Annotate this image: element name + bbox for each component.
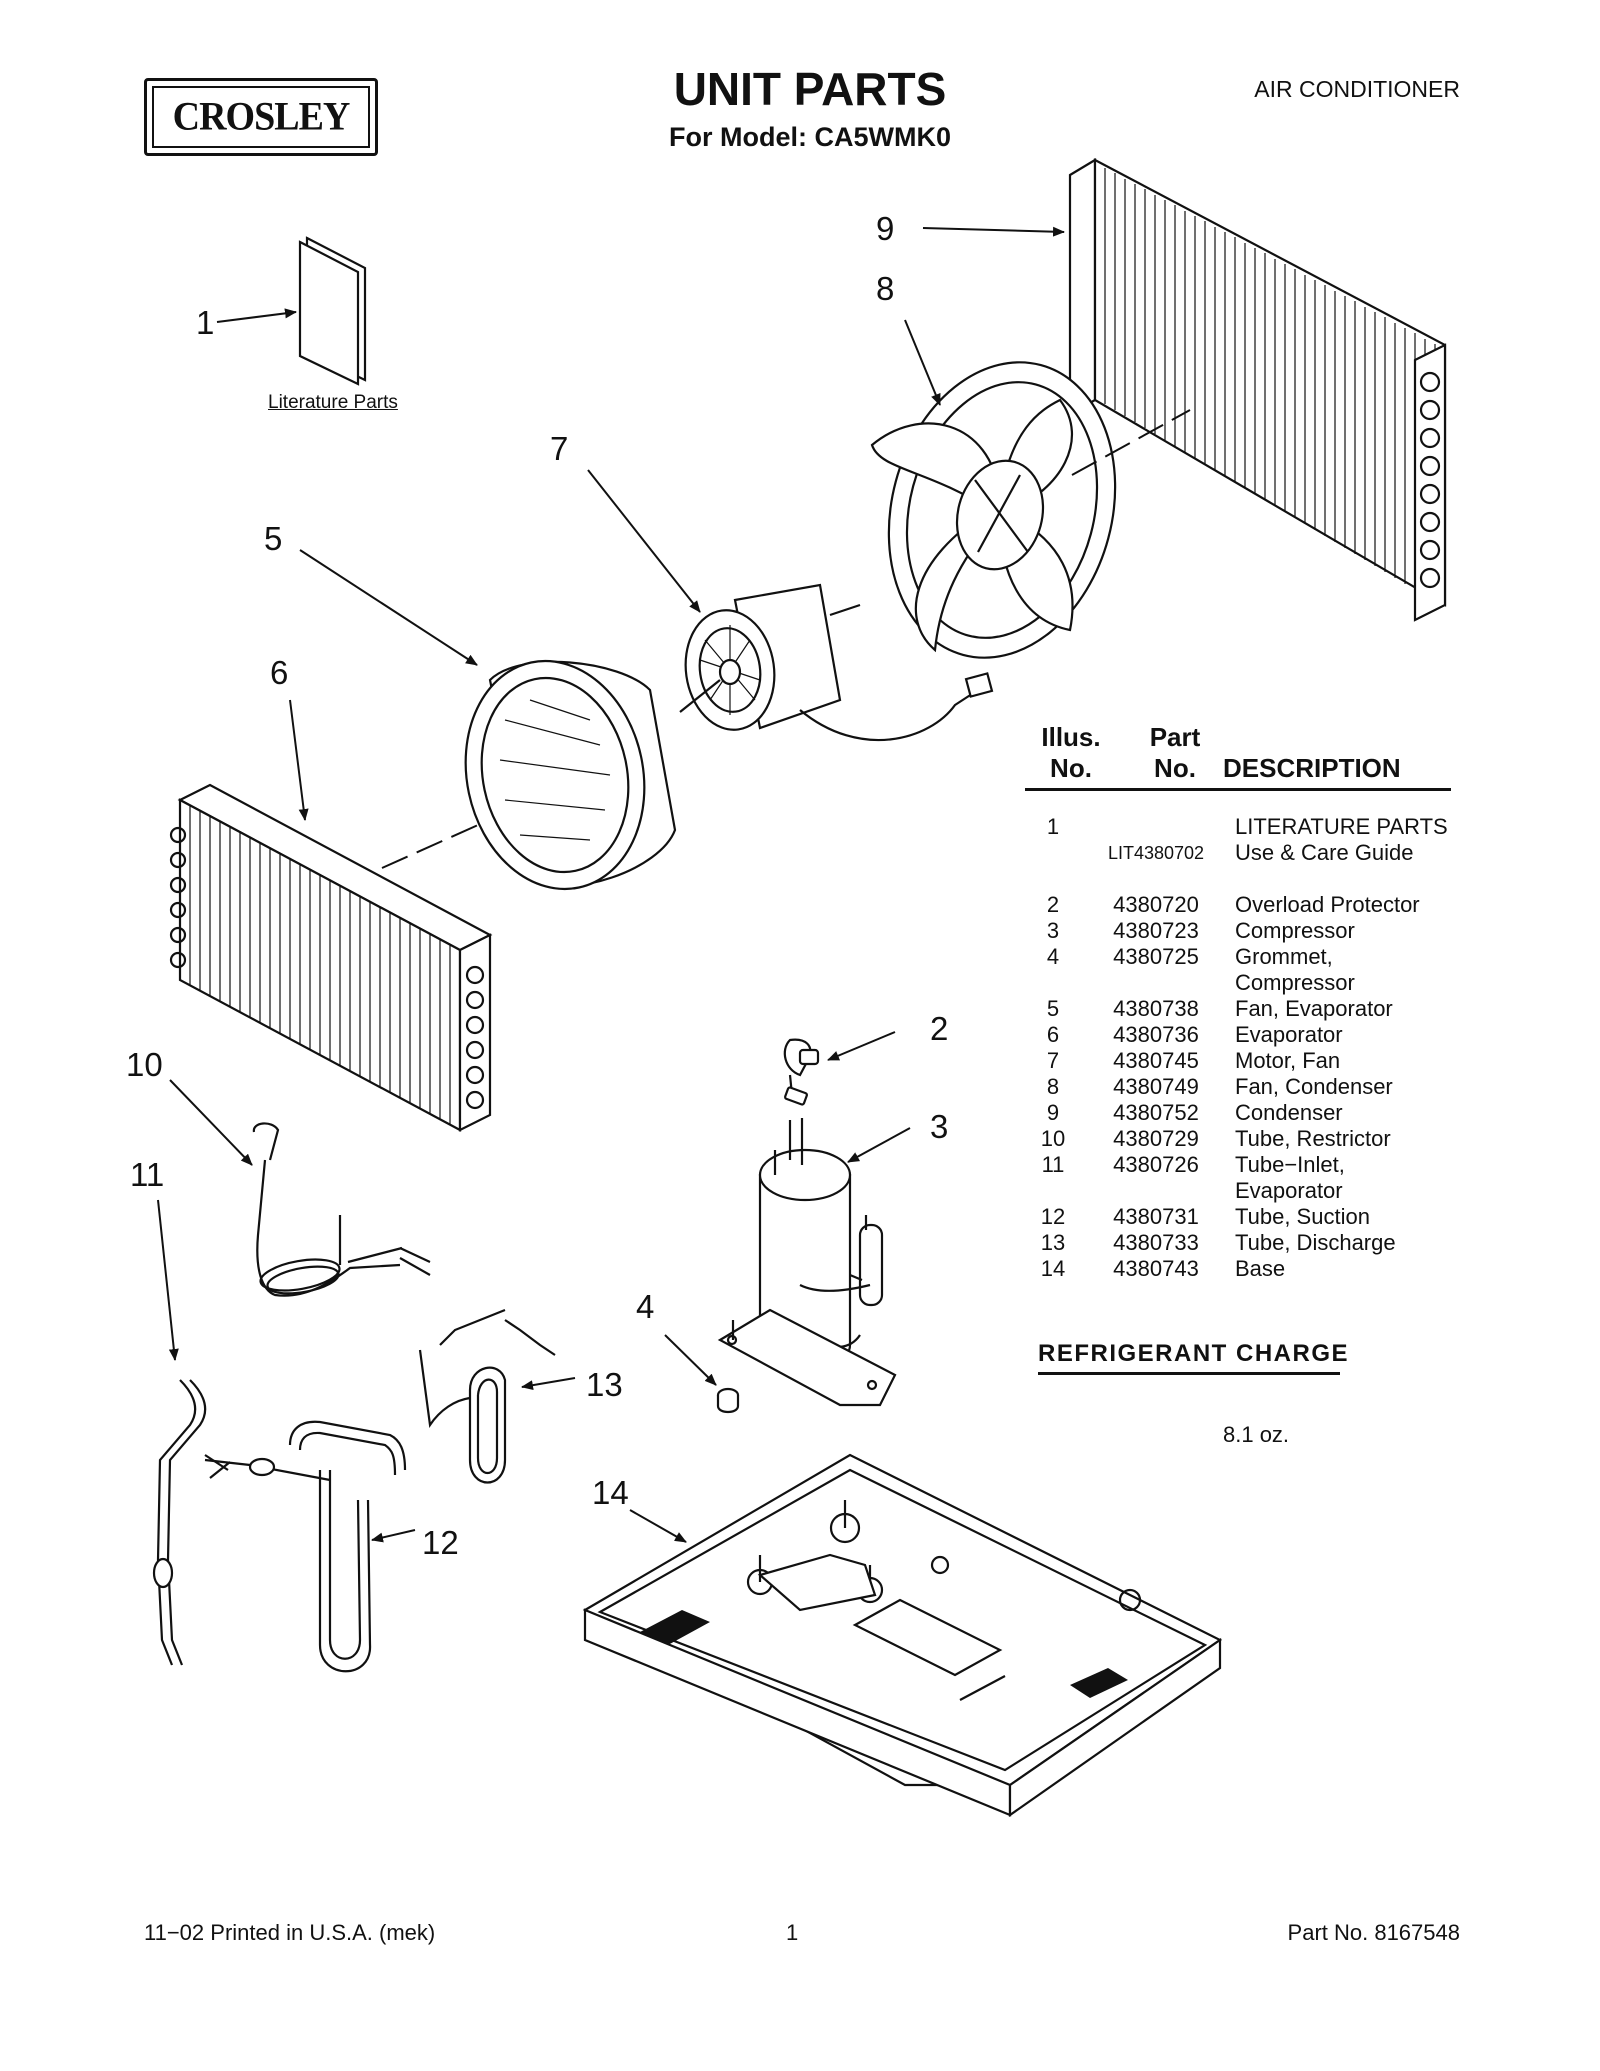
inlet-tube [152,1199,207,1666]
refrigerant-divider [1038,1372,1340,1375]
table-row: Evaporator [1235,1178,1343,1203]
grommet [664,1334,740,1414]
header-divider [1025,788,1451,791]
callout-11: 11 [130,1156,165,1193]
callout-5: 5 [264,520,283,557]
callout-9: 9 [876,210,895,247]
refrigerant-charge-heading: REFRIGERANT CHARGE [1038,1340,1350,1367]
product-category: AIR CONDITIONER [1254,76,1460,102]
literature-parts-label: Literature Parts [268,392,398,413]
callout-14: 14 [592,1474,629,1511]
callout-3: 3 [930,1108,949,1145]
brand-name: CROSLEY [172,94,351,140]
model-subtitle: For Model: CA5WMK0 [669,122,951,152]
header-description: DESCRIPTION [1223,753,1401,783]
restrictor-tube [169,1079,431,1297]
callout-12: 12 [422,1524,459,1561]
condenser-coil [922,158,1447,622]
page-title: UNIT PARTS [673,63,947,115]
print-info: 11−02 Printed in U.S.A. (mek) [144,1920,436,1945]
callout-6: 6 [270,654,289,691]
callout-4: 4 [636,1288,655,1325]
refrigerant-charge-value: 8.1 oz. [1223,1422,1290,1447]
callout-13: 13 [586,1366,623,1403]
brand-logo: CROSLEY [144,78,378,156]
evaporator-coil [169,699,493,1132]
literature-booklet [216,236,367,386]
discharge-tube [418,1308,576,1484]
fan-motor [587,469,994,742]
callout-10: 10 [126,1046,163,1083]
evaporator-blower [299,549,677,891]
compressor-plate [717,1308,897,1407]
header-part-no: Part No. [1149,722,1201,783]
page-number: 1 [786,1920,799,1945]
callout-2: 2 [930,1010,949,1047]
table-row: Compressor [1235,970,1355,995]
callout-7: 7 [550,430,569,467]
callout-1: 1 [196,304,215,341]
condenser-fan [870,319,1191,659]
suction-tube [204,1420,416,1673]
compressor [758,1118,911,1369]
part-number: Part No. 8167548 [1287,1920,1460,1945]
callout-8: 8 [876,270,895,307]
header-illus-no: Illus. No. [1041,722,1101,783]
base-pan [582,1453,1223,1818]
overload-protector [783,1031,896,1106]
